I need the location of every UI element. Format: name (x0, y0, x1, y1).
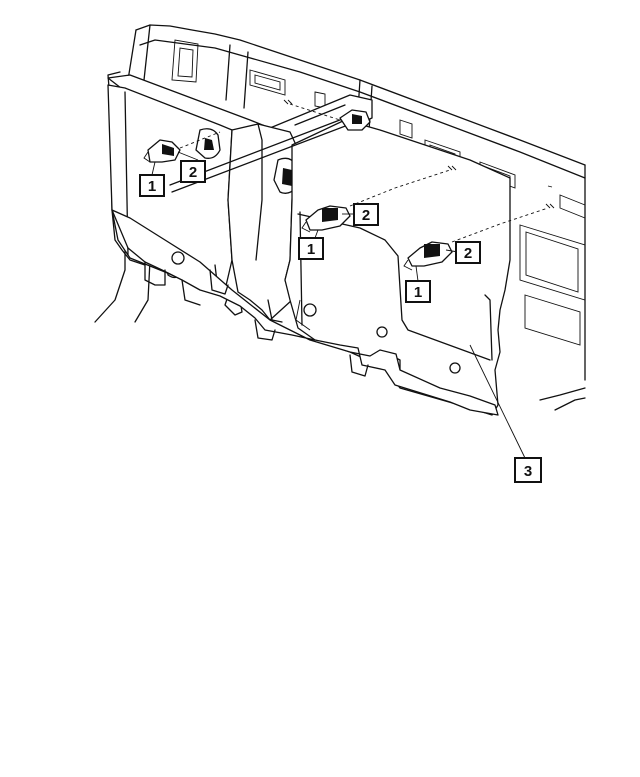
callout-3: 3 (514, 457, 542, 483)
callout-label: 2 (464, 245, 472, 262)
callout-label: 2 (362, 207, 370, 224)
callout-label: 2 (189, 164, 197, 181)
callout-2-center: 2 (353, 203, 379, 226)
rear-floor-panel (111, 209, 499, 416)
callout-label: 1 (307, 241, 315, 258)
callout-label: 3 (524, 463, 532, 480)
latch-left (143, 131, 221, 163)
callout-1-center: 1 (298, 237, 324, 260)
callout-2-left: 2 (180, 160, 206, 183)
callout-2-right: 2 (455, 241, 481, 264)
leader-lines (151, 151, 526, 459)
latch-upper (283, 99, 371, 131)
callout-label: 1 (414, 284, 422, 301)
callout-1-right: 1 (405, 280, 431, 303)
latch-center (301, 165, 457, 233)
callout-label: 1 (148, 178, 156, 195)
callout-1-left: 1 (139, 174, 165, 197)
